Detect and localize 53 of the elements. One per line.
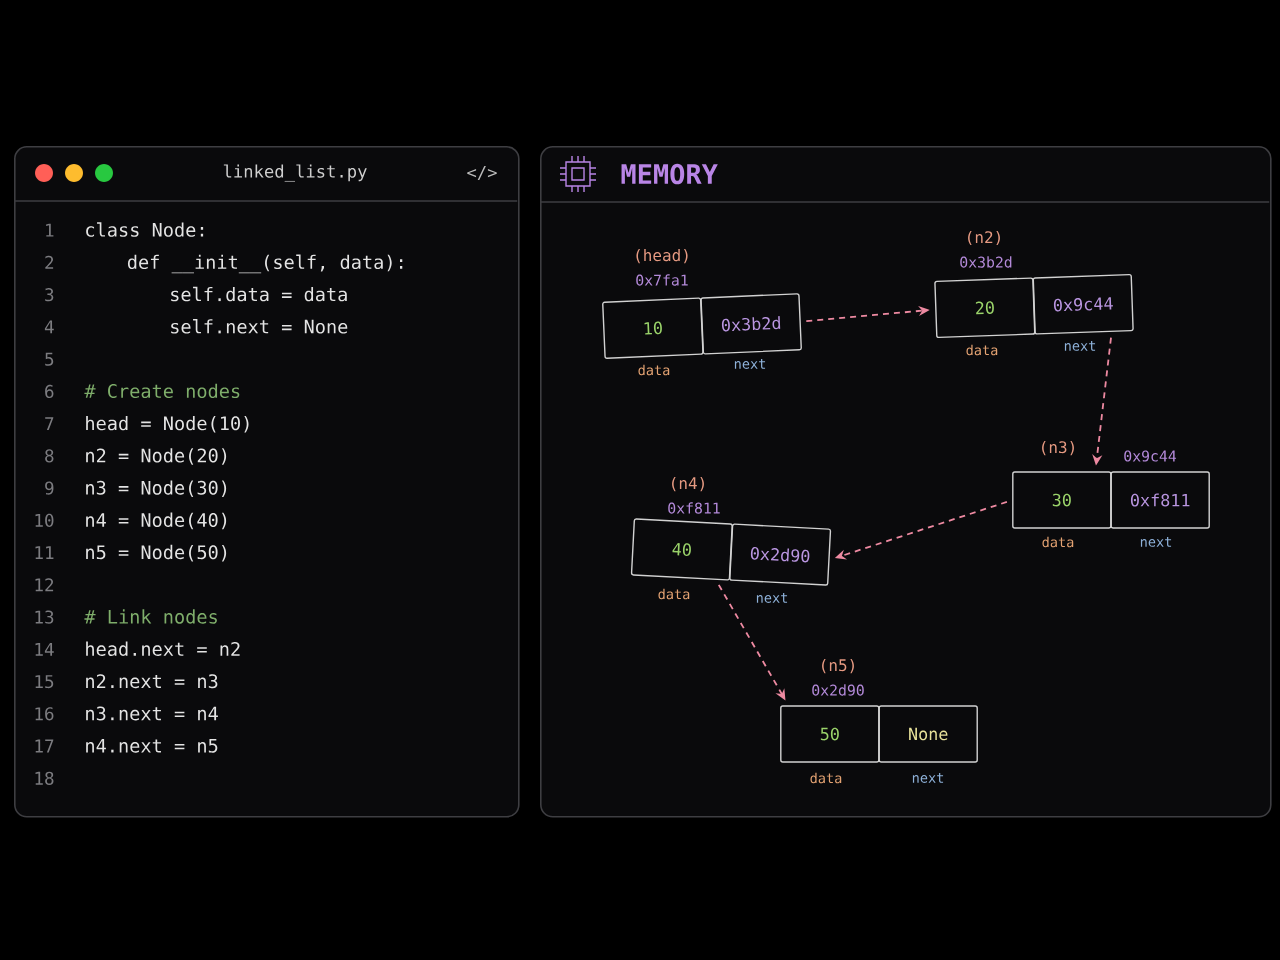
value-cell: 10 xyxy=(602,297,704,359)
code-line: class Node: xyxy=(86,222,204,237)
line-number: 12 xyxy=(35,578,54,592)
line-number: 2 xyxy=(45,255,54,269)
code-comment: # Create nodes xyxy=(84,383,240,399)
code-line: n4.next = n5 xyxy=(86,738,218,753)
line-number: 11 xyxy=(35,546,54,559)
code-line: n2 = Node(20) xyxy=(86,448,227,465)
line-number: 4 xyxy=(44,320,54,334)
line-number: 7 xyxy=(45,417,54,431)
code-line: head.next = n2 xyxy=(86,641,240,656)
file-name: linked_list.py xyxy=(223,164,367,182)
code-line: self.data = data xyxy=(171,286,347,302)
line-number: 14 xyxy=(35,642,54,656)
code-line: head = Node(10) xyxy=(86,415,249,433)
pointer-cell: None xyxy=(878,705,978,763)
line-number: 8 xyxy=(45,449,54,463)
line-number: 1 xyxy=(46,223,54,237)
code-comment: # Link nodes xyxy=(84,609,217,624)
code-line: def __init__(self, data): xyxy=(127,254,403,274)
variable-name: (n2) xyxy=(968,230,1000,246)
line-number: 15 xyxy=(35,675,54,689)
code-window xyxy=(14,146,520,818)
code-line: n2.next = n3 xyxy=(86,674,218,689)
pointer-cell: 0x9c44 xyxy=(1032,273,1134,335)
line-number: 6 xyxy=(45,384,54,399)
value-cell: 30 xyxy=(1012,471,1112,529)
pointer-cell: 0x2d90 xyxy=(729,523,832,586)
variable-name: (head) xyxy=(636,248,688,264)
line-number: 17 xyxy=(35,739,54,753)
line-number: 10 xyxy=(35,513,54,527)
pointer-cell: 0xf811 xyxy=(1110,471,1210,529)
variable-name: (n5) xyxy=(822,658,854,674)
value-cell: 20 xyxy=(934,277,1036,339)
line-number: 3 xyxy=(45,288,54,302)
line-number: 9 xyxy=(45,481,54,495)
code-tag: </> xyxy=(467,165,497,181)
code-line: self.next = None xyxy=(171,319,348,334)
variable-name: (n3) xyxy=(1042,440,1074,456)
code-line: n3 = Node(30) xyxy=(86,480,227,497)
code-line: n5 = Node(50) xyxy=(86,544,227,562)
pointer-cell: 0x3b2d xyxy=(700,293,802,355)
line-number: 13 xyxy=(35,610,54,624)
line-number: 16 xyxy=(35,707,54,721)
panel-title: MEMORY xyxy=(621,163,718,185)
line-number: 5 xyxy=(45,352,54,366)
value-cell: 50 xyxy=(780,705,880,763)
memory-panel xyxy=(540,146,1272,818)
value-cell: 40 xyxy=(630,518,733,581)
code-line: n4 = Node(40) xyxy=(86,512,227,530)
code-line: n3.next = n4 xyxy=(86,706,218,721)
variable-name: (n4) xyxy=(672,476,704,492)
line-number: 18 xyxy=(35,771,54,785)
